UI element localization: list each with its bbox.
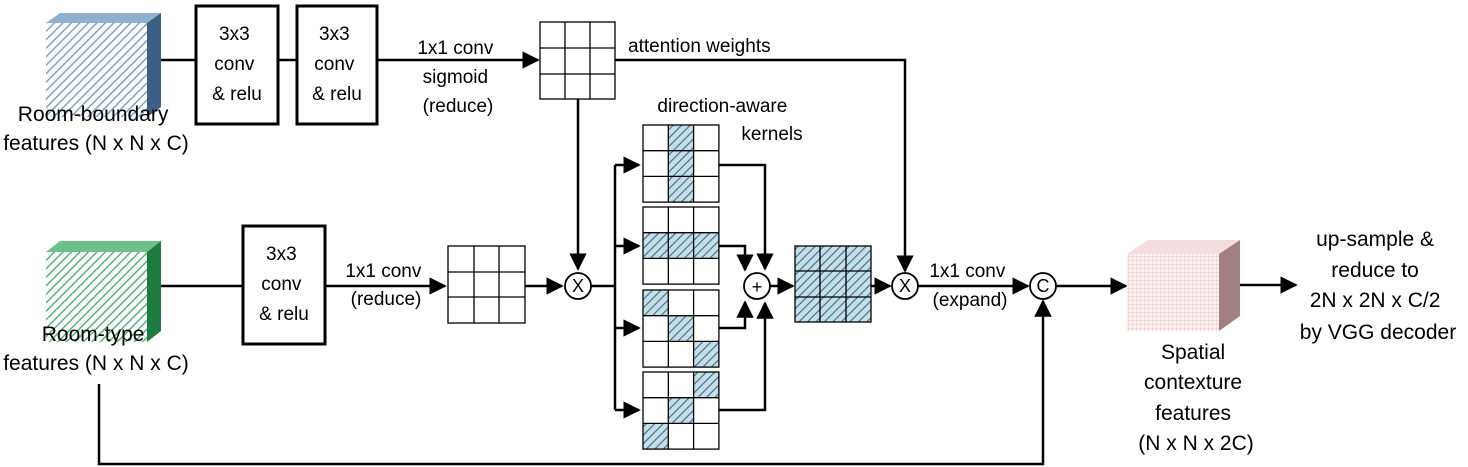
output-features-label: Spatial contexture features (N x N x 2C) <box>1138 341 1254 455</box>
conv-block-bottom-label: 3x3 conv & relu <box>259 244 309 325</box>
conv-block-top-2 <box>295 4 379 126</box>
add-operator-symbol: + <box>752 277 763 297</box>
reduced-feature-grid <box>447 245 526 324</box>
kernel-diagonal <box>642 289 720 368</box>
decoder-label: up-sample & reduce to 2N x 2N x C/2 by V… <box>1300 228 1456 344</box>
spatial-contexture-cube <box>1127 240 1240 331</box>
top-reduce-label: 1x1 conv sigmoid (reduce) <box>417 38 498 117</box>
kernels-label: direction-aware kernels <box>657 96 802 145</box>
concat-operator-symbol: C <box>1037 276 1050 296</box>
conv-block-top-1-label: 3x3 conv & relu <box>212 24 262 105</box>
multiply-operator-2-symbol: X <box>899 276 911 296</box>
attention-weights-grid <box>539 21 616 100</box>
conv-block-top-1 <box>194 4 280 126</box>
type-features-label: Room-type features (N x N x C) <box>3 323 189 375</box>
conv-block-top-2-label: 3x3 conv & relu <box>312 24 362 105</box>
room-boundary-cube <box>46 13 161 117</box>
expand-label: 1x1 conv (expand) <box>929 261 1010 311</box>
boundary-features-label: Room-boundary features (N x N x C) <box>3 103 189 155</box>
conv-block-bottom <box>241 224 327 346</box>
multiply-operator-1-symbol: X <box>572 276 584 296</box>
kernel-antidiagonal <box>642 371 720 450</box>
kernel-horizontal <box>642 206 720 285</box>
bottom-reduce-label: 1x1 conv (reduce) <box>345 261 426 310</box>
aggregated-feature-grid <box>794 245 872 323</box>
attention-weights-label: attention weights <box>628 36 771 57</box>
kernel-vertical <box>642 124 720 203</box>
room-type-cube <box>46 241 161 342</box>
